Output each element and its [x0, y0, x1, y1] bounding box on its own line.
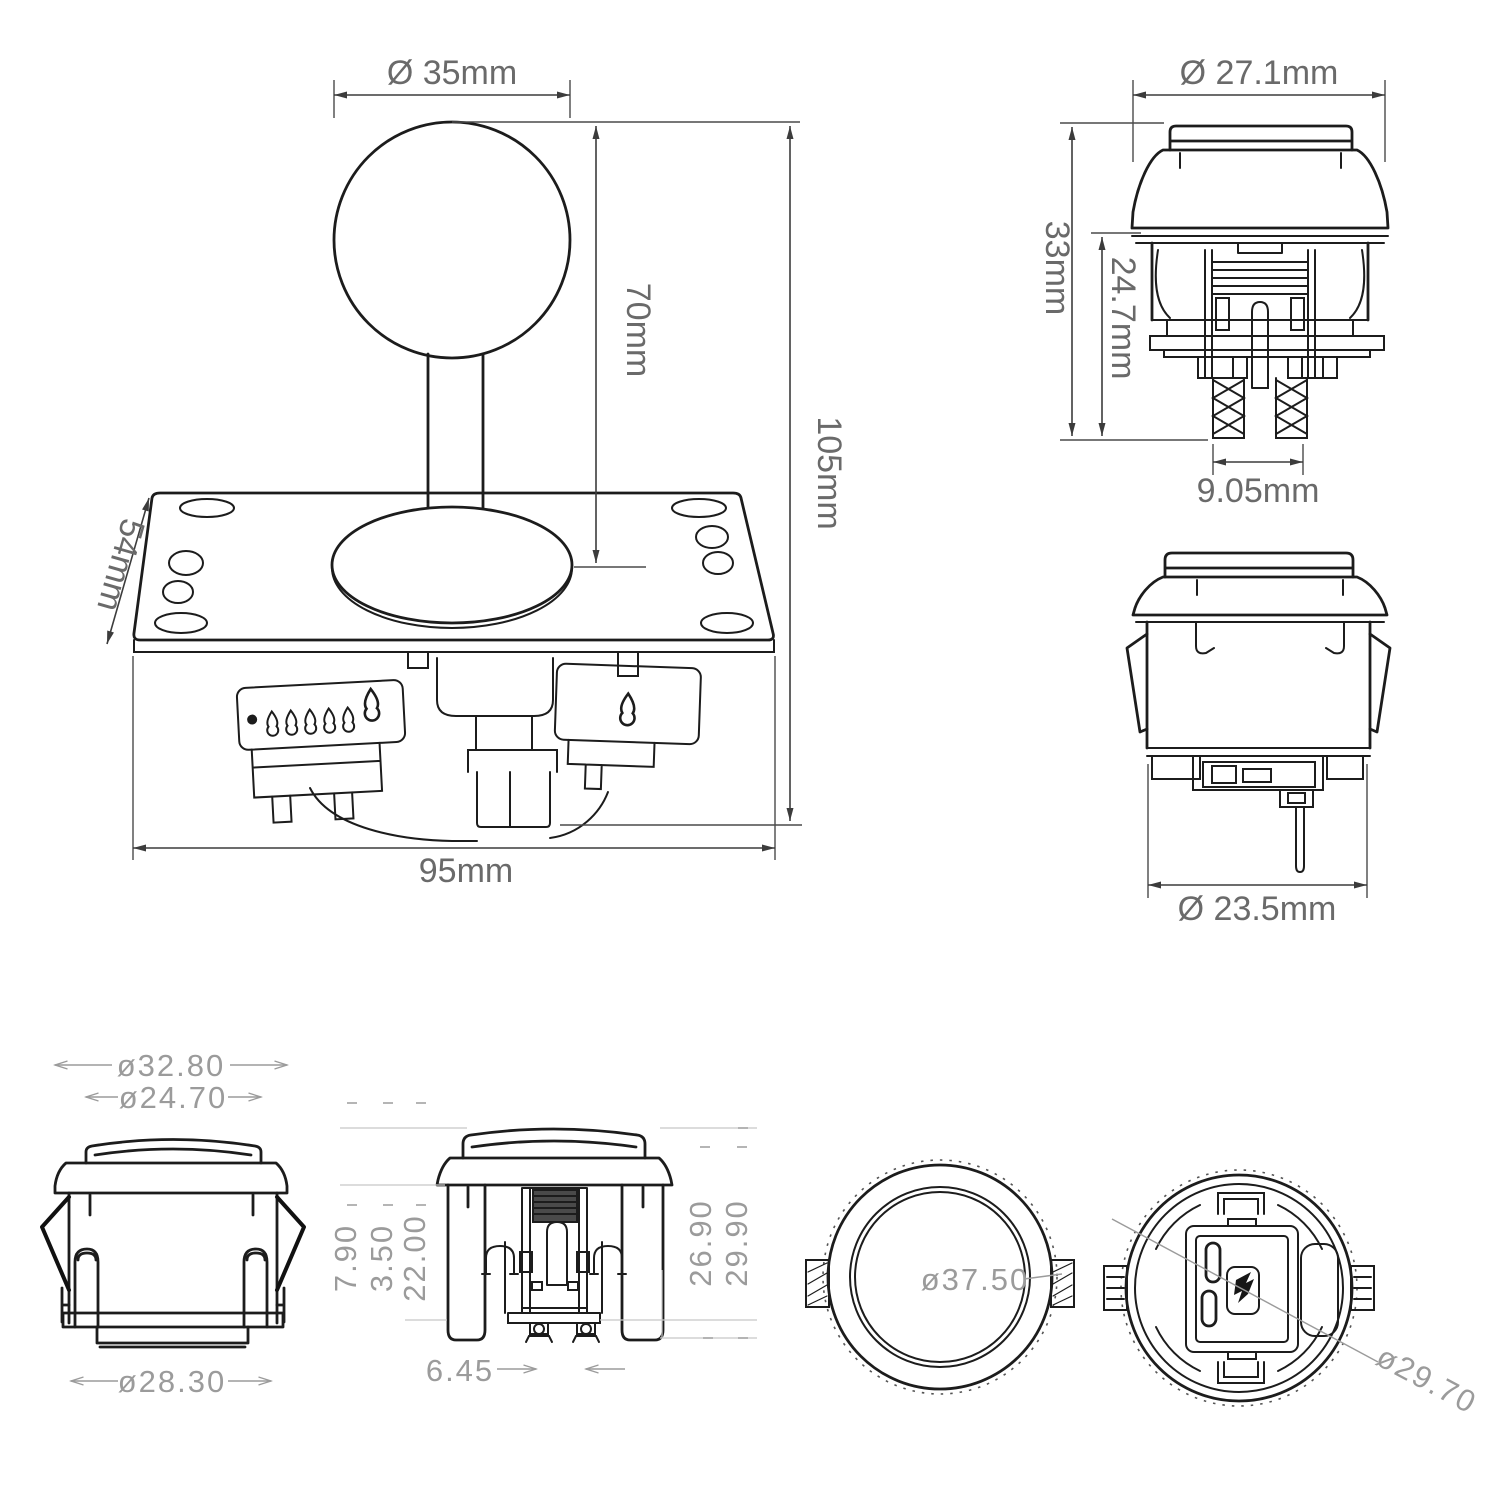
snap-wings — [1125, 632, 1392, 734]
mounting-plate — [132, 491, 775, 642]
side-lugs — [805, 1259, 1075, 1308]
plate-holes — [154, 498, 754, 634]
button-body — [1150, 241, 1370, 322]
terminal-slot-2 — [1200, 1289, 1218, 1328]
dim-button-total-height: 33mm — [1038, 221, 1076, 315]
ball-top — [332, 120, 572, 360]
joystick-shaft — [426, 352, 485, 510]
spring-hatch — [1212, 261, 1308, 295]
button-section-b-view: 7.90 3.50 22.00 26.90 29.90 6.45 — [328, 1102, 757, 1388]
joystick-mechanism — [235, 651, 702, 842]
microswitch — [1192, 755, 1324, 874]
dim-front-body-diameter: Ø 23.5mm — [1178, 890, 1337, 928]
bottom-tab — [1217, 1361, 1265, 1384]
dim-button-body-height: 24.7mm — [1104, 257, 1142, 380]
terminal-slot-1 — [1204, 1241, 1222, 1284]
dim-cap-diameter: Ø 27.1mm — [1180, 54, 1339, 92]
button-plunger — [1168, 124, 1354, 152]
dim-total-height: 105mm — [810, 416, 848, 529]
logo-mark — [1234, 1272, 1254, 1303]
dim-stick-height: 70mm — [619, 283, 657, 377]
left-microswitch — [235, 679, 407, 824]
button-back-view: ø29.70 — [1103, 1169, 1483, 1421]
dim-ball-diameter: Ø 35mm — [387, 54, 517, 92]
terminal-block-right — [1287, 356, 1338, 379]
dim-face-diameter: ø37.50 — [921, 1262, 1030, 1297]
top-tab — [1217, 1192, 1265, 1215]
dim-plunger-diameter: ø24.70 — [119, 1080, 228, 1115]
dim-inner-height: 26.90 — [683, 1199, 718, 1287]
dim-pin-spacing: 9.05mm — [1197, 472, 1320, 510]
joystick-side-view: Ø 35mm 70mm 105mm 54mm 95mm — [89, 54, 848, 890]
switch-pin — [1295, 806, 1305, 874]
dim-lip-height: 3.50 — [364, 1224, 399, 1292]
snap-wings-bold — [40, 1195, 306, 1292]
button-front-view: Ø 23.5mm — [1125, 551, 1392, 928]
dim-cap-height: 7.90 — [328, 1224, 363, 1292]
contact-block — [532, 1189, 578, 1223]
dim-bezel-diameter: ø32.80 — [117, 1048, 226, 1083]
button-side-view: Ø 27.1mm 33mm 24.7mm 9.05mm — [1038, 54, 1390, 510]
dust-cover — [330, 505, 574, 625]
dim-total-height-b: 29.90 — [719, 1199, 754, 1287]
button-top-view: ø37.50 — [805, 1159, 1075, 1395]
back-side-lugs — [1103, 1265, 1375, 1311]
terminal-block-left — [1197, 356, 1248, 379]
dim-terminal-spacing: 6.45 — [426, 1353, 494, 1388]
switch-housing-outline — [1185, 1225, 1299, 1353]
dim-body-height: 22.00 — [397, 1214, 432, 1302]
switch-mechanism — [481, 1187, 627, 1343]
dim-ring-diameter: ø29.70 — [1371, 1339, 1483, 1421]
button-section-a-view: ø32.80 ø24.70 ø28.30 — [40, 1048, 306, 1399]
dim-section-body-diameter: ø28.30 — [118, 1364, 227, 1399]
dim-plate-width: 95mm — [419, 852, 513, 890]
right-microswitch — [553, 662, 702, 791]
screw-pins — [1211, 377, 1309, 439]
button-bezel — [1130, 148, 1390, 230]
